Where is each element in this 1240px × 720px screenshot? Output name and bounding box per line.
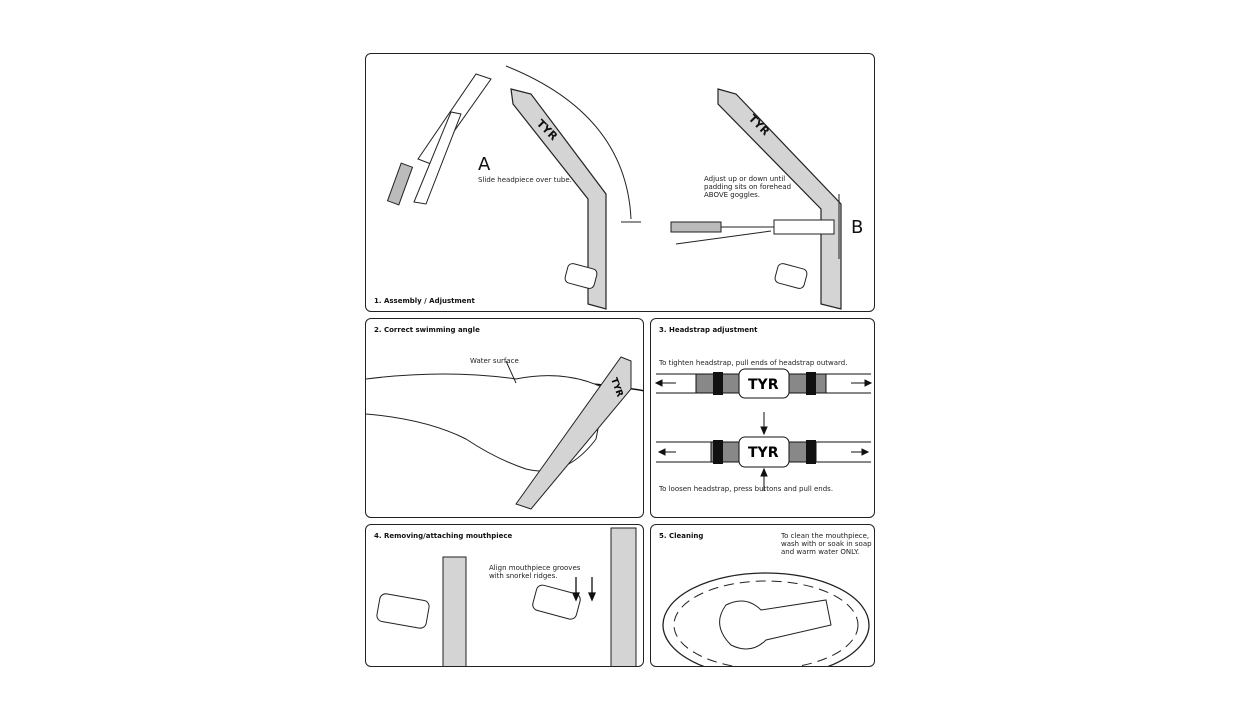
cleaning-illustration xyxy=(662,572,870,666)
panel-title: 4. Removing/attaching mouthpiece xyxy=(374,532,513,540)
headpiece-diagonal xyxy=(386,73,492,206)
headstrap-illustration: TYR TYR xyxy=(654,368,873,491)
cleaning-instructions: To clean the mouthpiece, wash with or so… xyxy=(781,532,872,556)
tube-left xyxy=(442,556,467,666)
mouthpiece-illustration xyxy=(376,527,637,666)
tighten-instructions: To tighten headstrap, pull ends of heads… xyxy=(659,359,848,367)
label-b: B xyxy=(851,217,864,238)
panel-assembly: TYR TYR A Slide headpiece over tube. Adj… xyxy=(365,53,875,312)
snorkel-tube-left xyxy=(510,88,607,310)
panel-title: 5. Cleaning xyxy=(659,532,704,540)
label-a: A xyxy=(478,154,491,175)
tyr-logo-bottom: TYR xyxy=(748,445,779,461)
mouthpiece-left xyxy=(376,593,430,629)
mouthpiece-in-bowl xyxy=(719,599,832,650)
text-a: Slide headpiece over tube. xyxy=(478,176,572,184)
water-surface-label: Water surface xyxy=(470,357,519,365)
tyr-logo-top: TYR xyxy=(748,377,779,393)
assembly-illustration: TYR TYR xyxy=(386,65,842,310)
swimmer-illustration: TYR xyxy=(366,356,643,510)
panel-title: 3. Headstrap adjustment xyxy=(659,326,758,334)
snorkel-tube xyxy=(515,356,632,510)
panel-mouthpiece: 4. Removing/attaching mouthpiece Align m… xyxy=(365,524,644,667)
loosen-instructions: To loosen headstrap, press buttons and p… xyxy=(659,485,834,493)
bowl xyxy=(662,572,870,666)
text-b: Adjust up or down until padding sits on … xyxy=(704,175,792,199)
headpiece-horizontal xyxy=(670,219,835,245)
slide-arrow xyxy=(505,65,632,220)
panel-title: 1. Assembly / Adjustment xyxy=(374,297,475,305)
panel-title: 2. Correct swimming angle xyxy=(374,326,480,334)
mouthpiece-right xyxy=(532,584,581,620)
swimmer-body xyxy=(366,373,607,472)
panel-cleaning: 5. Cleaning To clean the mouthpiece, was… xyxy=(650,524,875,667)
mouthpiece-icons xyxy=(564,263,808,289)
panel-headstrap: TYR TYR 3. Headstrap adjustment To tight… xyxy=(650,318,875,518)
tube-right xyxy=(610,527,637,666)
panel-swimming-angle: TYR 2. Correct swimming angle Water surf… xyxy=(365,318,644,518)
align-instructions: Align mouthpiece grooves with snorkel ri… xyxy=(489,564,581,580)
snorkel-tube-right xyxy=(717,88,842,310)
